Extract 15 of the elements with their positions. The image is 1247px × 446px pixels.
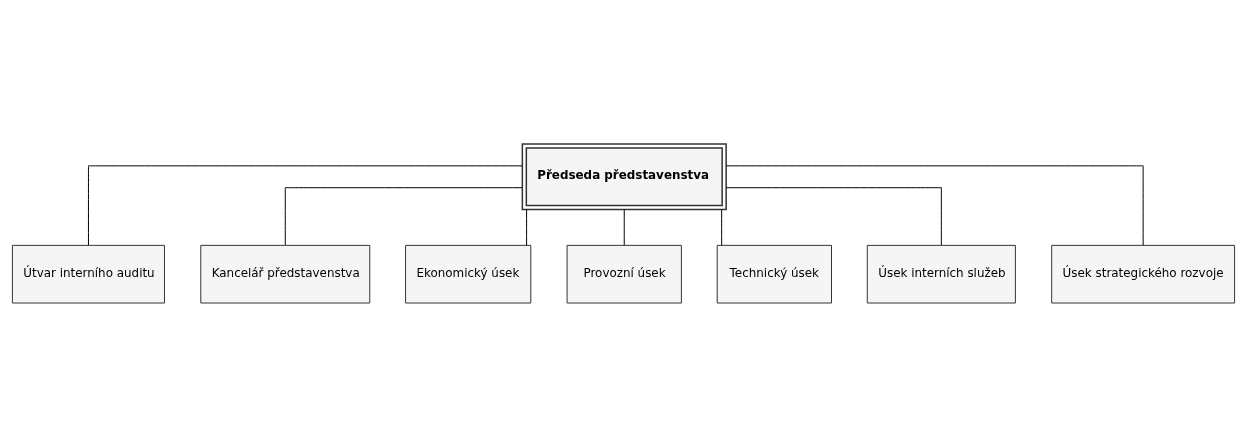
node-box: Předseda představenstva bbox=[521, 142, 727, 210]
node-box: Ekonomický úsek bbox=[405, 244, 532, 303]
node-box: Úsek interních služeb bbox=[866, 244, 1016, 303]
node-box: Kancelář představenstva bbox=[200, 244, 371, 303]
node-box: Útvar interního auditu bbox=[11, 244, 165, 303]
connector bbox=[284, 186, 523, 245]
connector bbox=[87, 164, 523, 246]
connector bbox=[623, 208, 625, 246]
node-box: Úsek strategického rozvoje bbox=[1051, 244, 1236, 303]
connector bbox=[526, 208, 528, 246]
node-box: Provozní úsek bbox=[566, 244, 682, 303]
connector bbox=[721, 208, 723, 246]
node-box: Technický úsek bbox=[716, 244, 832, 303]
connector bbox=[725, 164, 1144, 246]
connector bbox=[725, 186, 942, 245]
